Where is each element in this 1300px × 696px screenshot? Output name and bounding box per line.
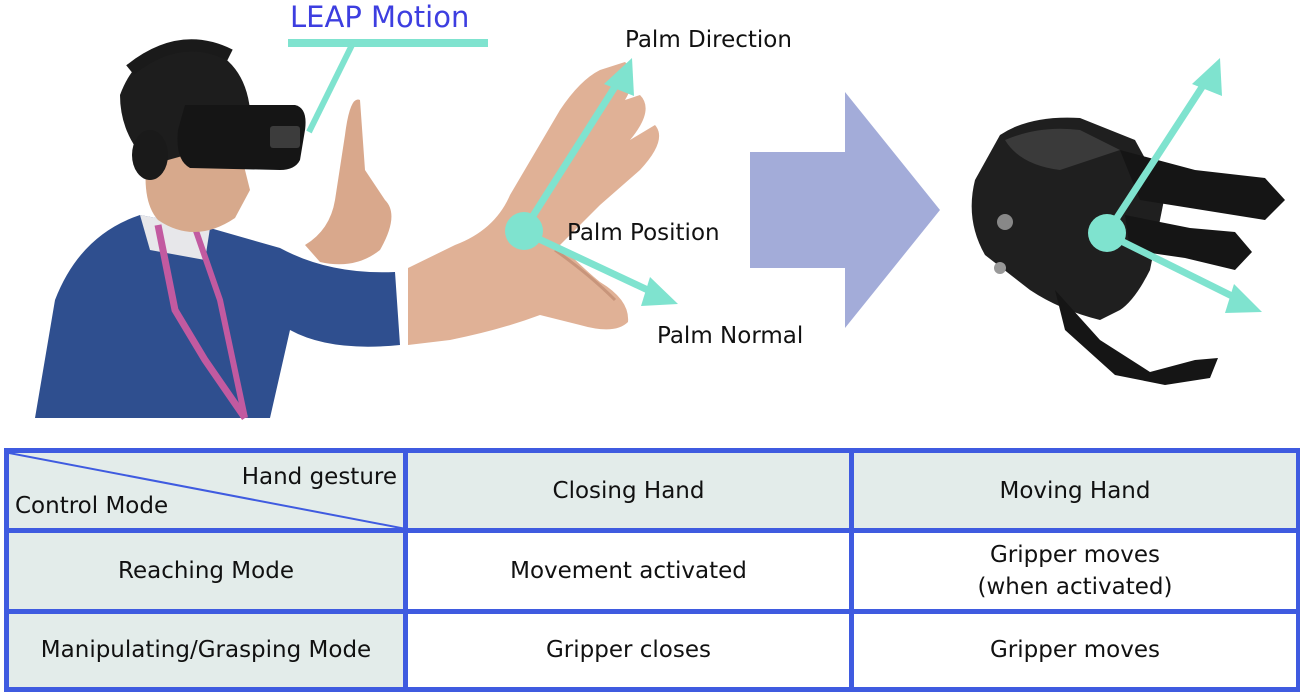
gripper-vectors bbox=[1088, 58, 1262, 313]
palm-vectors bbox=[505, 58, 678, 306]
leap-motion-pointer bbox=[288, 39, 488, 134]
table-row: Reaching Mode Movement activated Gripper… bbox=[4, 528, 1300, 614]
reaching-moving-line-1: Gripper moves bbox=[989, 542, 1160, 569]
hand-gesture-header: Hand gesture bbox=[241, 464, 397, 490]
moving-hand-header: Moving Hand bbox=[849, 447, 1300, 534]
corner-cell: Hand gesture Control Mode bbox=[4, 447, 408, 534]
grasping-closing-cell: Gripper closes bbox=[403, 608, 854, 693]
palm-normal-label: Palm Normal bbox=[657, 323, 804, 349]
control-mode-table: Hand gesture Control Mode Closing Hand M… bbox=[4, 447, 1300, 693]
palm-direction-label: Palm Direction bbox=[625, 27, 792, 53]
hand-photo bbox=[408, 62, 660, 345]
reaching-moving-cell: Gripper moves (when activated) bbox=[849, 528, 1300, 614]
reaching-mode-cell: Reaching Mode bbox=[4, 528, 408, 614]
robot-gripper bbox=[971, 117, 1285, 385]
reaching-closing-cell: Movement activated bbox=[403, 528, 854, 614]
leap-motion-label: LEAP Motion bbox=[290, 0, 470, 34]
closing-hand-header: Closing Hand bbox=[403, 447, 854, 534]
corner-diagonal bbox=[9, 453, 403, 528]
grasping-mode-cell: Manipulating/Grasping Mode bbox=[4, 608, 408, 693]
mapping-arrow bbox=[750, 92, 940, 328]
control-mode-header: Control Mode bbox=[15, 493, 169, 520]
grasping-moving-cell: Gripper moves bbox=[849, 608, 1300, 693]
table-header-row: Hand gesture Control Mode Closing Hand M… bbox=[4, 447, 1300, 534]
palm-position-label: Palm Position bbox=[567, 220, 720, 246]
table-row: Manipulating/Grasping Mode Gripper close… bbox=[4, 608, 1300, 693]
hand-tracking-illustration bbox=[35, 39, 1285, 420]
person-with-headset bbox=[35, 39, 400, 420]
reaching-moving-line-2: (when activated) bbox=[977, 574, 1173, 601]
